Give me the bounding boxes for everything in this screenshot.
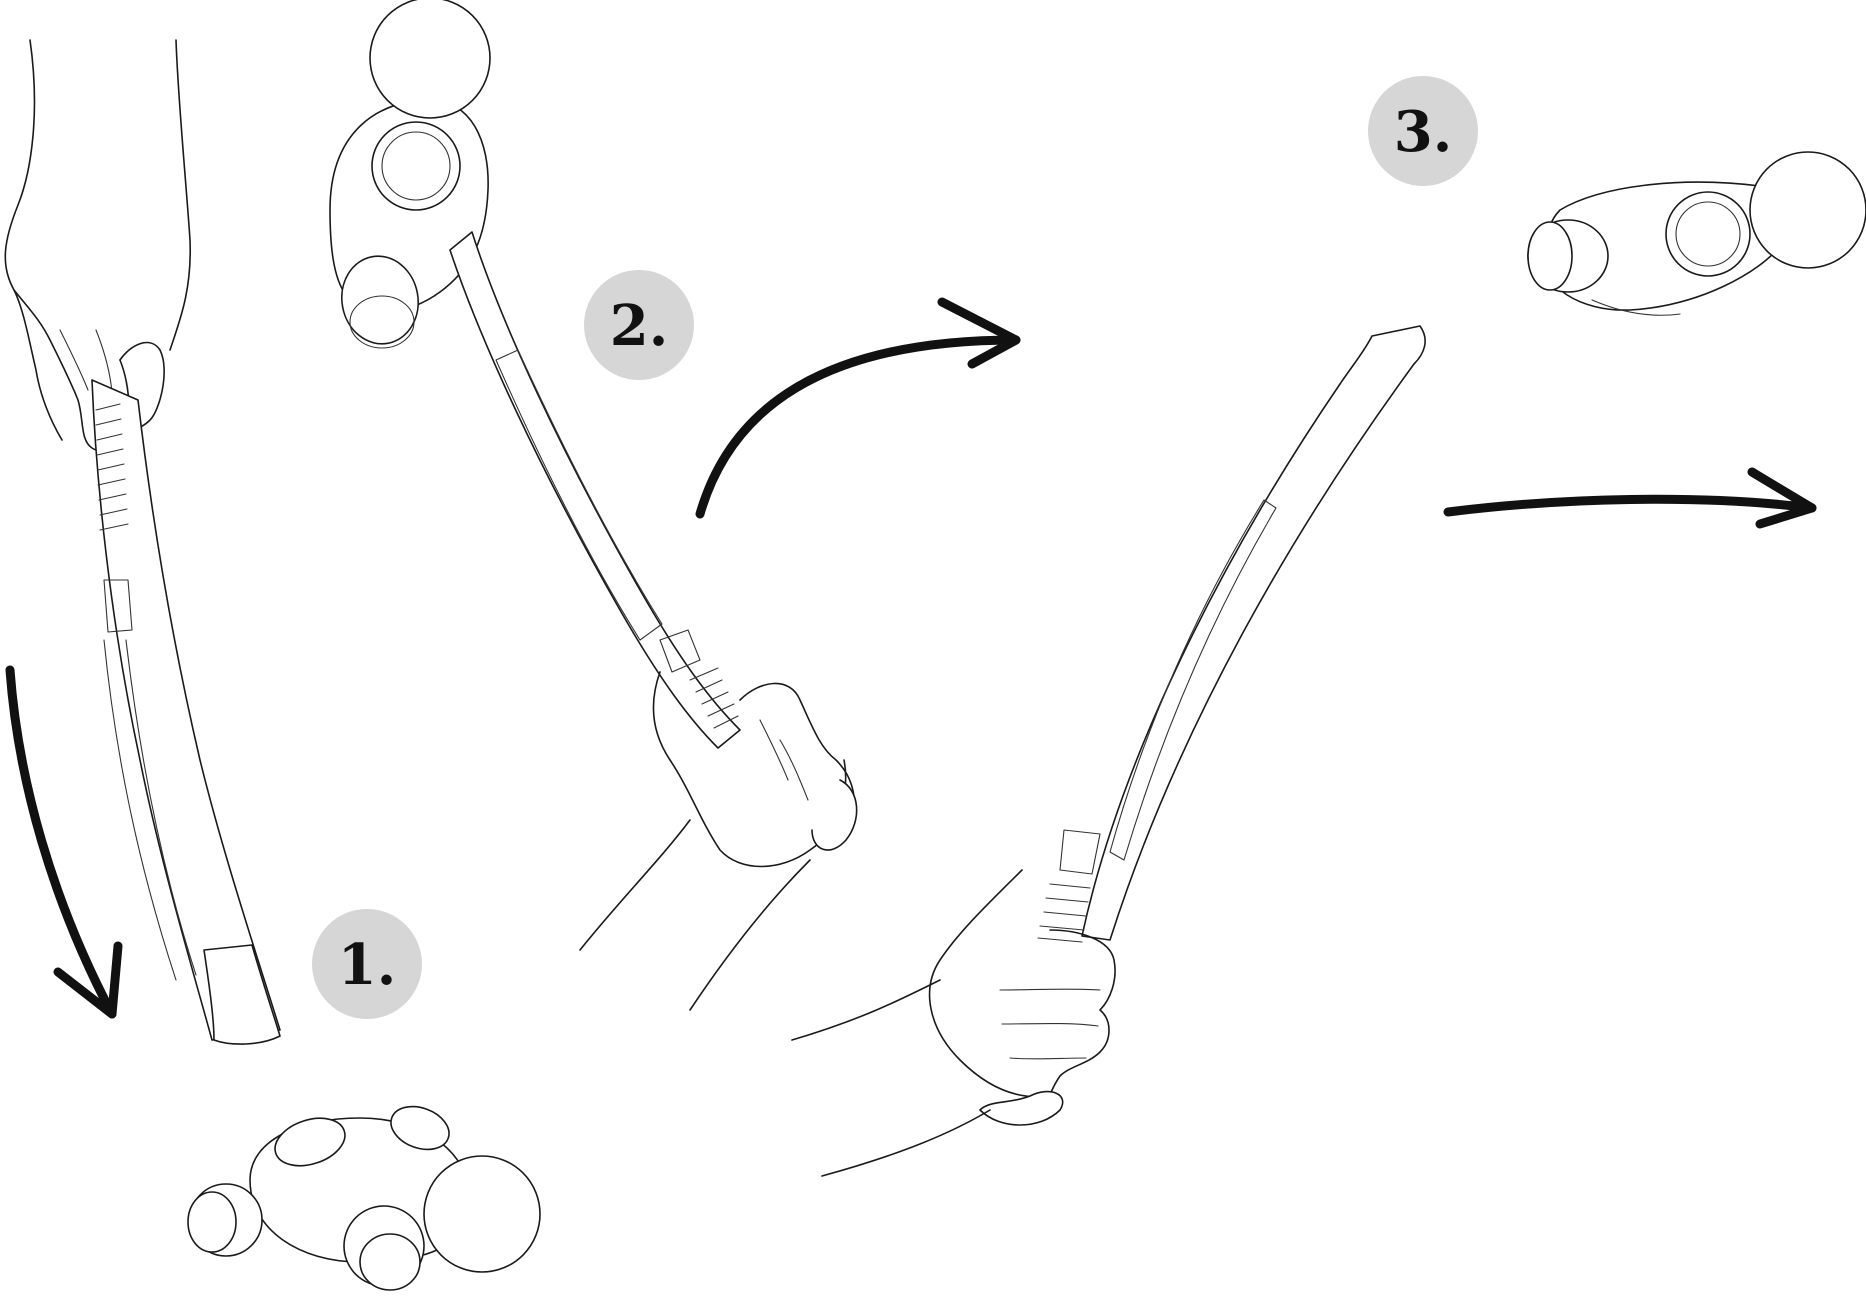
massage-head-1 — [187, 1105, 541, 1291]
step-badge-2: 2. — [584, 270, 694, 380]
step-2-figure — [329, 0, 1021, 1011]
step-label-3: 3. — [1394, 99, 1452, 165]
straight-arrow-right-icon — [1443, 467, 1817, 529]
step-badge-1: 1. — [312, 909, 422, 1019]
curved-arrow-down-icon — [5, 665, 123, 1019]
curved-arrow-right-icon — [695, 297, 1021, 519]
step-badge-3: 3. — [1368, 76, 1478, 186]
step-label-2: 2. — [610, 293, 668, 359]
step-label-1: 1. — [338, 932, 396, 998]
step-1-figure — [4, 39, 281, 1045]
step-3-figure — [791, 151, 1866, 1177]
